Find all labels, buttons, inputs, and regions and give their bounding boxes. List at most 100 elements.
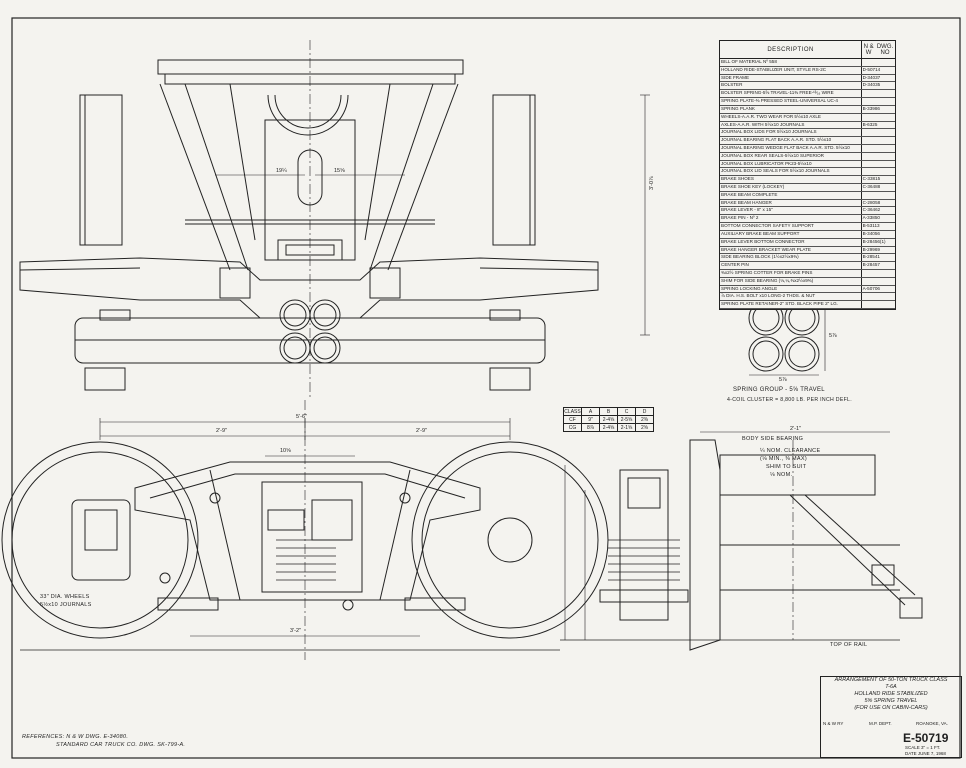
bom-row-description: SPRING PLATE-⅜ PRESSED STEEL-UNIVERSAL U…	[720, 98, 862, 105]
bom-row-description: SPRING PLANK	[720, 105, 862, 113]
bom-row-drawing-no	[862, 293, 895, 300]
bom-row-drawing-no	[862, 145, 895, 152]
section-view	[560, 431, 923, 651]
bom-row-drawing-no: C-28058	[862, 199, 881, 205]
bom-row-description: BOLSTER SPRING-5⅝ TRAVEL-11⅜ FREE-¹³⁄₁₆ …	[720, 90, 862, 98]
bom-row-description: BRAKE PIN - Nº 2	[720, 215, 862, 223]
spring-group-dim-side: 5⅞	[829, 333, 837, 339]
bom-row-drawing-no	[862, 90, 895, 97]
class-table-header-cell: C	[617, 407, 636, 416]
bom-row-drawing-no: B-6325	[862, 121, 878, 127]
side-elevation	[1, 400, 609, 660]
bom-row: SPRING PLATE RETAINER-2" STD. BLACK PIPE…	[720, 301, 895, 309]
plan-view	[19, 40, 650, 400]
bom-row-description: BRAKE HANGER BRACKET WEAR PLATE	[720, 246, 862, 254]
sheet-border	[11, 17, 961, 759]
spring-group-dim-bottom: 5⅞	[779, 377, 787, 383]
title-line-1: ARRANGEMENT OF 50-TON TRUCK CLASS	[834, 677, 948, 683]
bom-row-description: AUXILIARY BRAKE BEAM SUPPORT	[720, 230, 862, 238]
bom-row-drawing-no: C-36488	[862, 184, 881, 189]
bom-row-description: SHIM FOR SIDE BEARING (⅛,¼,⅜x2½x9⅜)	[720, 277, 862, 285]
bom-row-drawing-no	[862, 98, 895, 105]
class-table-row: CG 8⅞ 2-4⅝ 2-1⅝ 2⅝	[563, 423, 654, 432]
bom-row-description: BRAKE BEAM COMPLETE	[720, 191, 862, 199]
bom-row-drawing-no	[862, 270, 895, 277]
bom-row: BOLSTER SPRING-5⅝ TRAVEL-11⅜ FREE-¹³⁄₁₆ …	[720, 90, 895, 99]
body-side-bearing-label: BODY SIDE BEARING	[742, 436, 804, 442]
class-table-cell: 2-4⅝	[599, 423, 618, 432]
bom-row-drawing-no: C-33815	[862, 176, 881, 182]
bom-row-description: ⅞ DIA. H.S. BOLT x10 LONG-2 THDS. & NUT	[720, 293, 862, 301]
plan-dim-left: 19¼	[276, 168, 287, 174]
bom-row-description: SPRING LOCKING ANGLE	[720, 285, 862, 293]
spring-group-diagram	[748, 300, 826, 376]
bom-row: BRAKE BEAM COMPLETE	[720, 191, 895, 200]
bom-row-description: BRAKE BEAM HANGER	[720, 199, 862, 207]
class-table-header: CLASS A B C D	[563, 407, 654, 416]
class-table-cell: 2-1⅝	[617, 423, 636, 432]
bom-row-description: AXLES-A.A.R. WITH 5½x10 JOURNALS	[720, 121, 862, 129]
plan-height-dim: 3'-0⅞	[649, 176, 655, 190]
section-top-dim: 2'-1"	[790, 426, 801, 432]
bom-row-drawing-no	[862, 129, 895, 136]
title-scale: SCALE 3" = 1 FT.	[905, 745, 941, 750]
bom-row-drawing-no: B-33986	[862, 105, 880, 111]
title-block: ARRANGEMENT OF 50-TON TRUCK CLASS T-6A H…	[820, 676, 962, 758]
class-table-cell: 2⅜	[635, 415, 654, 424]
class-table-header-cell: CLASS	[563, 407, 582, 416]
spring-group-caption: SPRING GROUP - 5⅝ TRAVEL	[733, 387, 825, 393]
bom-row-drawing-no: B-28541	[862, 254, 880, 260]
bom-row: ⅜x2½ SPRING COTTER FOR BRAKE PINS	[720, 269, 895, 278]
bom-row: HOLLAND RIDE-STABILIZER UNIT, STYLE RS-2…	[720, 66, 895, 75]
class-table-cell: 2⅝	[635, 423, 654, 432]
bom-row-drawing-no: D-34037	[862, 74, 881, 80]
bom-row-drawing-no	[862, 59, 895, 66]
references-line-1: REFERENCES: N & W DWG. E-34080.	[22, 734, 129, 740]
bom-row: JOURNAL BEARING WEDGE FLAT BACK A.A.R. S…	[720, 144, 895, 153]
bom-row-drawing-no: B-34056	[862, 230, 880, 236]
class-table-row: CF 9" 2-4⅝ 2-5⅝ 2⅜	[563, 415, 654, 424]
bom-row-drawing-no	[862, 168, 895, 175]
wheel-note-2: 5½x10 JOURNALS	[40, 602, 92, 608]
side-center-dim: 10⅝	[280, 448, 291, 454]
title-location: ROANOKE, VA.	[916, 721, 948, 726]
bom-row-description: BRAKE LEVER - 8" x 15"	[720, 207, 862, 215]
class-table-header-cell: A	[581, 407, 600, 416]
bom-row: BRAKE SHOE KEY (LOCKEY)C-36488	[720, 184, 895, 192]
bom-row-description: JOURNAL BOX LIDS FOR 5½x10 JOURNALS	[720, 129, 862, 137]
class-table-cell: 8⅞	[581, 423, 600, 432]
drawing-number: E-50719	[903, 731, 949, 745]
bom-row-drawing-no: B-28457	[862, 262, 880, 268]
side-overall-dim: 5'-6"	[296, 414, 307, 420]
clearance-label-2: (⅛ MIN., ⅜ MAX)	[760, 456, 807, 462]
bom-row-description: HOLLAND RIDE-STABILIZER UNIT, STYLE RS-2…	[720, 66, 862, 74]
bom-row-drawing-no	[862, 161, 895, 168]
class-table-header-cell: B	[599, 407, 618, 416]
bom-row-drawing-no: C-36462	[862, 207, 881, 213]
bom-row: JOURNAL BOX LIDS FOR 5½x10 JOURNALS	[720, 129, 895, 138]
bom-row-drawing-no	[862, 153, 895, 160]
bom-row-drawing-no	[862, 192, 895, 199]
bom-row-description: ⅜x2½ SPRING COTTER FOR BRAKE PINS	[720, 269, 862, 277]
class-table-cell: CF	[563, 415, 582, 424]
side-half-left-dim: 2'-9"	[216, 428, 227, 434]
bom-row-description: BRAKE SHOES	[720, 176, 862, 183]
title-line-2: T-6A	[885, 684, 897, 690]
bom-row-drawing-no: D-50714	[862, 66, 881, 72]
bom-row-description: SPRING PLATE RETAINER-2" STD. BLACK PIPE…	[720, 301, 862, 308]
bom-row: JOURNAL BOX LID SEALS FOR 5½x10 JOURNALS	[720, 168, 895, 177]
bom-row-description: WHEELS-A.A.R. TWO WEAR FOR 5½x10 AXLE	[720, 113, 862, 121]
bom-row: SPRING PLATE-⅜ PRESSED STEEL-UNIVERSAL U…	[720, 98, 895, 106]
bom-row-description: JOURNAL BEARING FLAT BACK A.A.R. STD. 5½…	[720, 137, 862, 144]
bom-row-description: JOURNAL BOX LUBRICATOR PK23-5½x10	[720, 160, 862, 168]
